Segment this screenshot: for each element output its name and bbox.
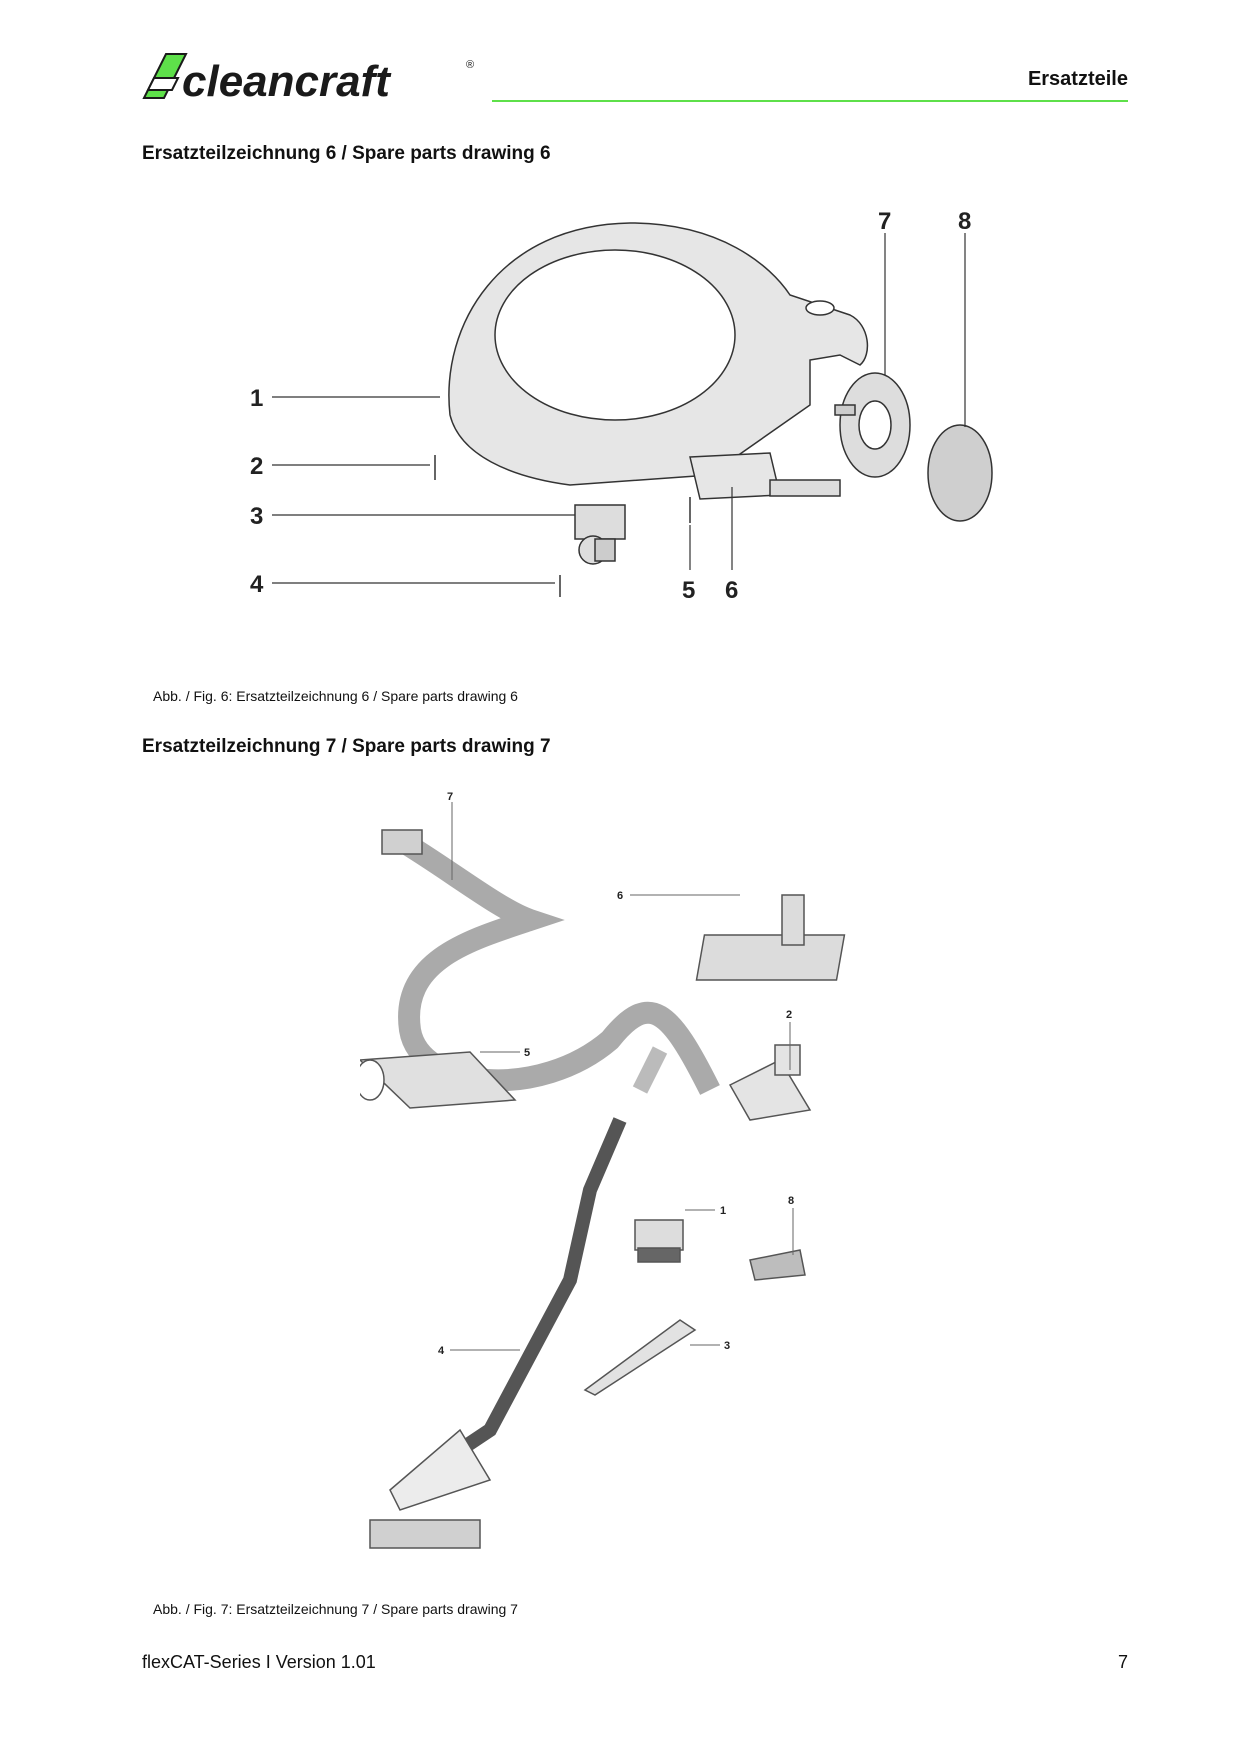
callout-7: 7 [447, 791, 453, 803]
spare-parts-drawing-7: 7 6 5 2 1 8 4 3 [360, 791, 846, 1549]
callout-2: 2 [250, 453, 263, 480]
section-title-drawing-6: Ersatzteilzeichnung 6 / Spare parts draw… [142, 143, 551, 164]
upholstery-nozzle [360, 1051, 517, 1109]
header-title: Ersatzteile [1027, 68, 1128, 90]
wide-nozzle [728, 1059, 812, 1121]
wheel-cap [927, 424, 993, 522]
callout-4: 4 [438, 1345, 445, 1357]
callout-6: 6 [725, 577, 738, 604]
base-housing-opening [494, 249, 736, 421]
figure-caption-6: Abb. / Fig. 6: Ersatzteilzeichnung 6 / S… [153, 688, 518, 704]
figure-caption-7: Abb. / Fig. 7: Ersatzteilzeichnung 7 / S… [153, 1601, 518, 1617]
hose-clip [749, 1249, 806, 1281]
footer-page-number: 7 [1117, 1652, 1128, 1672]
callout-3: 3 [250, 503, 263, 530]
extension-wand [456, 1117, 627, 1456]
carpet-tool [389, 1428, 492, 1511]
callout-8: 8 [958, 208, 971, 235]
logo-mark-icon [142, 53, 188, 99]
suction-hose [394, 830, 720, 1095]
round-brush [634, 1219, 684, 1251]
callout-5: 5 [524, 1047, 530, 1059]
callout-1: 1 [250, 385, 263, 412]
callout-8: 8 [788, 1195, 794, 1207]
section-title-drawing-7: Ersatzteilzeichnung 7 / Spare parts draw… [142, 736, 551, 757]
crevice-tool [583, 1319, 697, 1396]
footer-document-version: flexCAT-Series I Version 1.01 [142, 1652, 376, 1672]
callout-4: 4 [250, 571, 264, 598]
callout-6: 6 [617, 890, 623, 902]
logo-wordmark: cleancraft [182, 57, 392, 106]
callout-1: 1 [720, 1205, 726, 1217]
header-rule [492, 100, 1128, 102]
floor-nozzle [695, 934, 846, 981]
callout-3: 3 [724, 1340, 730, 1352]
callout-5: 5 [682, 577, 695, 604]
axle-bracket [689, 452, 781, 500]
cleancraft-logo: cleancraft ® [142, 53, 474, 106]
callout-2: 2 [786, 1009, 792, 1021]
logo-registered-mark: ® [466, 59, 474, 71]
spare-parts-drawing-6: 1 2 3 4 5 6 7 8 [250, 208, 993, 604]
castor-plate [574, 504, 626, 540]
callout-7: 7 [878, 208, 891, 235]
